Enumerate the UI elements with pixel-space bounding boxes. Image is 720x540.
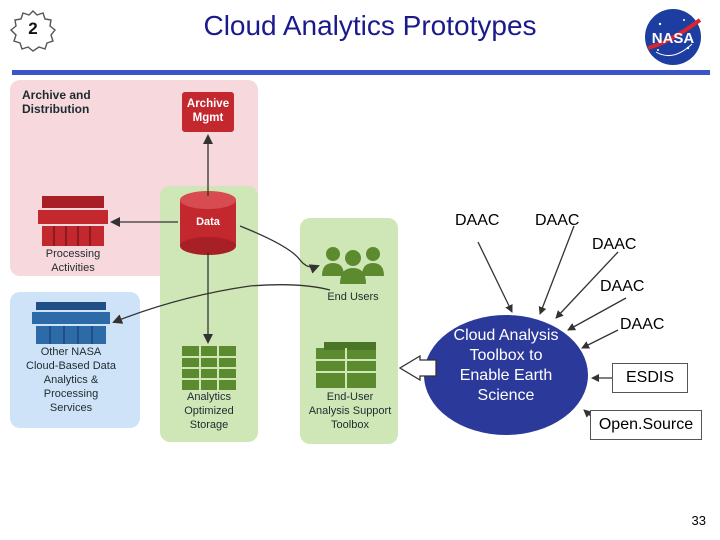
archive-region-label: Archive and Distribution bbox=[22, 88, 91, 116]
page-number: 33 bbox=[691, 513, 706, 528]
archive-mgmt-label: Archive Mgmt bbox=[186, 98, 230, 124]
data-store-icon bbox=[180, 191, 236, 255]
daac-label-4: DAAC bbox=[600, 278, 645, 295]
cloud-toolbox-oval bbox=[424, 315, 588, 435]
archive-mgmt-block bbox=[182, 92, 234, 132]
daac-label-1: DAAC bbox=[455, 212, 500, 229]
analytics-storage-label: Analytics Optimized Storage bbox=[184, 391, 234, 431]
daac-label-5: DAAC bbox=[620, 316, 665, 333]
toolbox-label: End-User Analysis Support Toolbox bbox=[308, 391, 392, 431]
toolbox-input-arrow bbox=[398, 354, 437, 382]
nasa-logo: NASA bbox=[640, 6, 706, 68]
toolbox-icon bbox=[316, 342, 376, 388]
slide-number-badge: 2 bbox=[8, 8, 58, 54]
gear-badge-icon bbox=[9, 10, 56, 52]
data-label: Data bbox=[196, 216, 220, 228]
open-source-box: Open.Source bbox=[590, 410, 702, 440]
esdis-box: ESDIS bbox=[612, 363, 688, 393]
daac-label-2: DAAC bbox=[535, 212, 580, 229]
end-users-icon bbox=[322, 247, 384, 284]
analytics-storage-icon bbox=[182, 346, 236, 390]
page-title: Cloud Analytics Prototypes bbox=[203, 10, 537, 41]
nasa-logo-text: NASA bbox=[652, 30, 695, 47]
data-to-users-arrow bbox=[239, 225, 320, 274]
slide-number: 2 bbox=[28, 19, 38, 38]
end-users-label: End Users bbox=[327, 291, 379, 303]
daac-label-3: DAAC bbox=[592, 236, 637, 253]
processing-icon bbox=[38, 196, 108, 246]
users-to-other-arrow bbox=[112, 284, 331, 324]
other-nasa-label: Other NASA Cloud-Based Data Analytics & … bbox=[26, 346, 116, 414]
other-nasa-services-icon bbox=[32, 302, 110, 344]
processing-label: Processing Activities bbox=[45, 248, 101, 274]
title-rule bbox=[12, 70, 710, 75]
cloud-toolbox-label: Cloud Analysis Toolbox to Enable Earth S… bbox=[453, 327, 559, 404]
